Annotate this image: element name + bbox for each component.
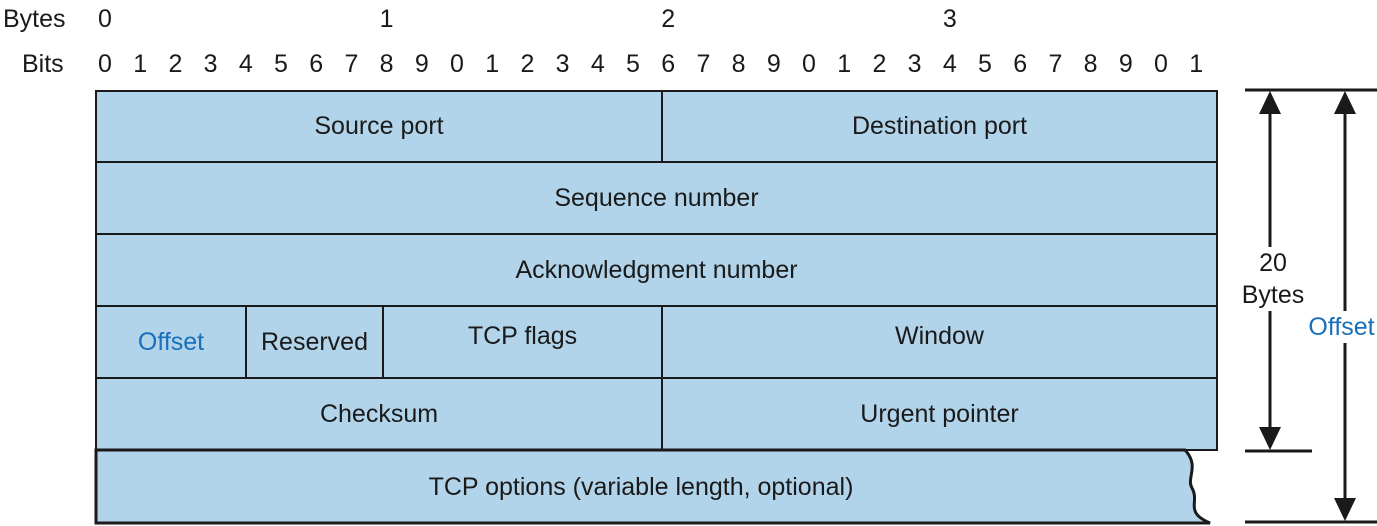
bit-number: 7 [696, 50, 711, 78]
source-port-field: Source port [95, 90, 663, 163]
bit-number: 5 [274, 50, 288, 78]
bit-number: 9 [414, 50, 429, 78]
sequence-number-label: Sequence number [554, 183, 759, 212]
bit-number: 8 [1083, 50, 1098, 78]
bit-number: 1 [1189, 50, 1204, 78]
offset-field: Offset [95, 305, 247, 379]
urgent-pointer-label: Urgent pointer [860, 399, 1019, 428]
offset-dimension-label: Offset [1306, 311, 1377, 343]
bit-number: 7 [1048, 50, 1063, 78]
source-port-label: Source port [314, 112, 444, 140]
bit-number: 9 [766, 50, 781, 78]
tcp-options-label: TCP options (variable length, optional) [428, 473, 854, 501]
byte-marker: 2 [661, 5, 676, 33]
bit-number: 1 [837, 50, 852, 78]
bit-number: 7 [344, 50, 359, 78]
byte-marker: 3 [942, 5, 957, 33]
bit-number: 8 [731, 50, 746, 78]
offset-label: Offset [137, 327, 205, 356]
header-size-label: 20 Bytes [1238, 247, 1308, 311]
header-size-unit: Bytes [1241, 281, 1305, 309]
urgent-pointer-field: Urgent pointer [661, 377, 1218, 451]
bit-number: 3 [203, 50, 218, 78]
bit-number: 0 [98, 50, 112, 78]
destination-port-label: Destination port [851, 112, 1028, 140]
bit-number: 2 [520, 50, 535, 78]
bit-number: 4 [590, 50, 605, 78]
bit-number: 2 [168, 50, 183, 78]
window-field: Window [661, 305, 1218, 379]
bit-number: 3 [907, 50, 922, 78]
byte-marker: 1 [379, 5, 394, 33]
reserved-field: Reserved [245, 305, 384, 379]
bit-number: 8 [379, 50, 394, 78]
byte-marker: 0 [98, 5, 112, 33]
window-label: Window [895, 321, 984, 350]
bits-axis-label: Bits [22, 50, 64, 78]
tcp-flags-field: TCP flags [382, 305, 663, 379]
bit-number: 0 [802, 50, 816, 78]
bit-number: 9 [1118, 50, 1133, 78]
bit-number: 1 [133, 50, 148, 78]
bit-number: 1 [485, 50, 500, 78]
checksum-field: Checksum [95, 377, 663, 451]
bit-number: 4 [942, 50, 957, 78]
reserved-label: Reserved [261, 327, 368, 356]
bit-number: 3 [555, 50, 570, 78]
bit-number: 4 [238, 50, 253, 78]
checksum-label: Checksum [319, 399, 439, 428]
bit-number: 0 [1154, 50, 1168, 78]
tcp-flags-label: TCP flags [467, 321, 578, 350]
header-size-number: 20 [1259, 249, 1287, 277]
bit-number: 5 [626, 50, 640, 78]
bit-number: 6 [661, 50, 676, 78]
bit-number: 6 [1013, 50, 1028, 78]
bit-number: 5 [978, 50, 992, 78]
bit-number: 2 [872, 50, 887, 78]
bit-number: 6 [309, 50, 324, 78]
bit-number: 0 [450, 50, 464, 78]
sequence-number-field: Sequence number [95, 161, 1218, 235]
acknowledgment-number-label: Acknowledgment number [515, 255, 798, 284]
bytes-axis-label: Bytes [3, 5, 66, 33]
